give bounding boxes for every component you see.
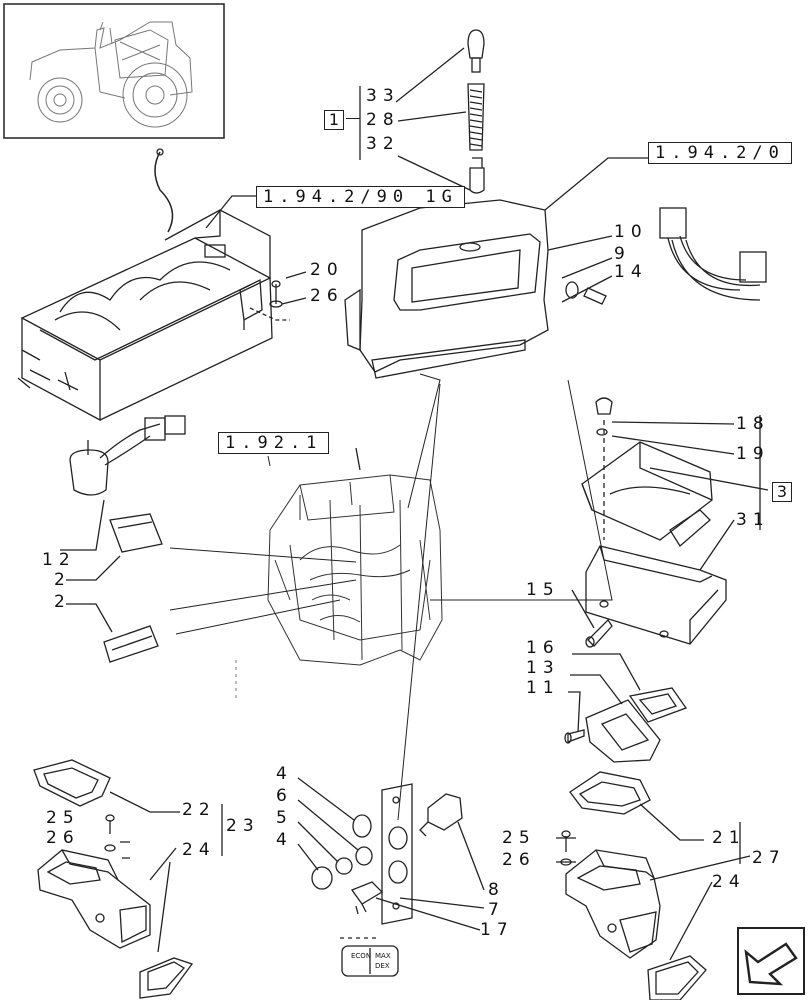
group-box-1: 1	[324, 110, 344, 130]
next-page-arrow-icon[interactable]	[737, 927, 805, 995]
gasket-24-right	[647, 955, 707, 1000]
label-22: 22	[182, 800, 216, 820]
label-11: 11	[526, 678, 560, 698]
label-32: 32	[366, 134, 400, 154]
label-25-right: 25	[502, 828, 536, 848]
bracket-31	[585, 545, 727, 645]
label-8: 8	[488, 880, 505, 900]
label-33: 33	[366, 86, 400, 106]
label-10: 10	[614, 222, 648, 242]
duct-27-right	[565, 849, 661, 959]
label-4-lower: 4	[276, 830, 293, 850]
bolt-18	[595, 397, 613, 540]
label-5: 5	[276, 808, 293, 828]
label-15: 15	[526, 580, 560, 600]
label-7: 7	[488, 900, 505, 920]
label-24-left: 24	[182, 840, 216, 860]
sensor-12	[69, 415, 186, 496]
tractor-thumbnail	[3, 3, 225, 139]
gasket-16	[628, 687, 688, 723]
screw-15	[585, 618, 613, 648]
ac-unit	[17, 148, 273, 422]
gasket-24-left	[139, 957, 194, 999]
econ-max-switch-graphic	[341, 945, 399, 977]
vent-2a	[109, 513, 163, 553]
label-26-upper: 26	[310, 286, 344, 306]
label-17: 17	[480, 920, 514, 940]
bolt-20-washer-26	[249, 271, 307, 321]
label-14: 14	[614, 262, 648, 282]
label-2-upper: 2	[54, 570, 71, 590]
washer-10	[565, 281, 579, 299]
duct-23-left	[37, 849, 151, 949]
label-26-right: 26	[502, 850, 536, 870]
label-26-left: 26	[46, 828, 80, 848]
vent-2b	[103, 625, 159, 663]
label-4-upper: 4	[276, 764, 293, 784]
vent-ring-22	[33, 759, 111, 807]
max-text: MAX	[375, 952, 391, 960]
ref-cab[interactable]: 1.92.1	[218, 432, 330, 454]
label-16: 16	[526, 638, 560, 658]
screw-25-washer-26-left	[104, 814, 116, 852]
group-box-3: 3	[772, 482, 792, 502]
dex-text: DEX	[375, 962, 390, 970]
plate-13	[585, 699, 661, 763]
ref-frame[interactable]: 1.94.2/0	[648, 142, 792, 164]
label-24-right: 24	[712, 872, 746, 892]
screw-9	[583, 287, 607, 305]
screw-11	[564, 729, 585, 744]
label-27: 27	[752, 848, 786, 868]
screw-25-washer-26-right	[560, 830, 572, 866]
ref-ac[interactable]: 1.94.2/90 1G	[256, 186, 465, 208]
label-18: 18	[736, 414, 770, 434]
label-6: 6	[276, 786, 293, 806]
label-12: 12	[42, 550, 76, 570]
label-23: 23	[226, 816, 260, 836]
antenna-part	[467, 29, 485, 194]
switch-panel	[311, 783, 463, 925]
label-25-left: 25	[46, 808, 80, 828]
econ-text: ECON	[351, 952, 371, 960]
group-1-leader	[346, 118, 360, 119]
control-module-19	[581, 441, 713, 547]
wiring-harness-14	[659, 207, 767, 301]
label-9: 9	[614, 244, 631, 264]
vent-ring-21	[569, 771, 651, 815]
roof-panel	[344, 199, 549, 379]
label-20: 20	[310, 260, 344, 280]
cab-frame	[267, 474, 443, 666]
label-31: 31	[736, 510, 770, 530]
label-2-lower: 2	[54, 592, 71, 612]
label-19: 19	[736, 444, 770, 464]
label-21: 21	[712, 828, 746, 848]
label-28: 28	[366, 110, 400, 130]
label-13: 13	[526, 658, 560, 678]
